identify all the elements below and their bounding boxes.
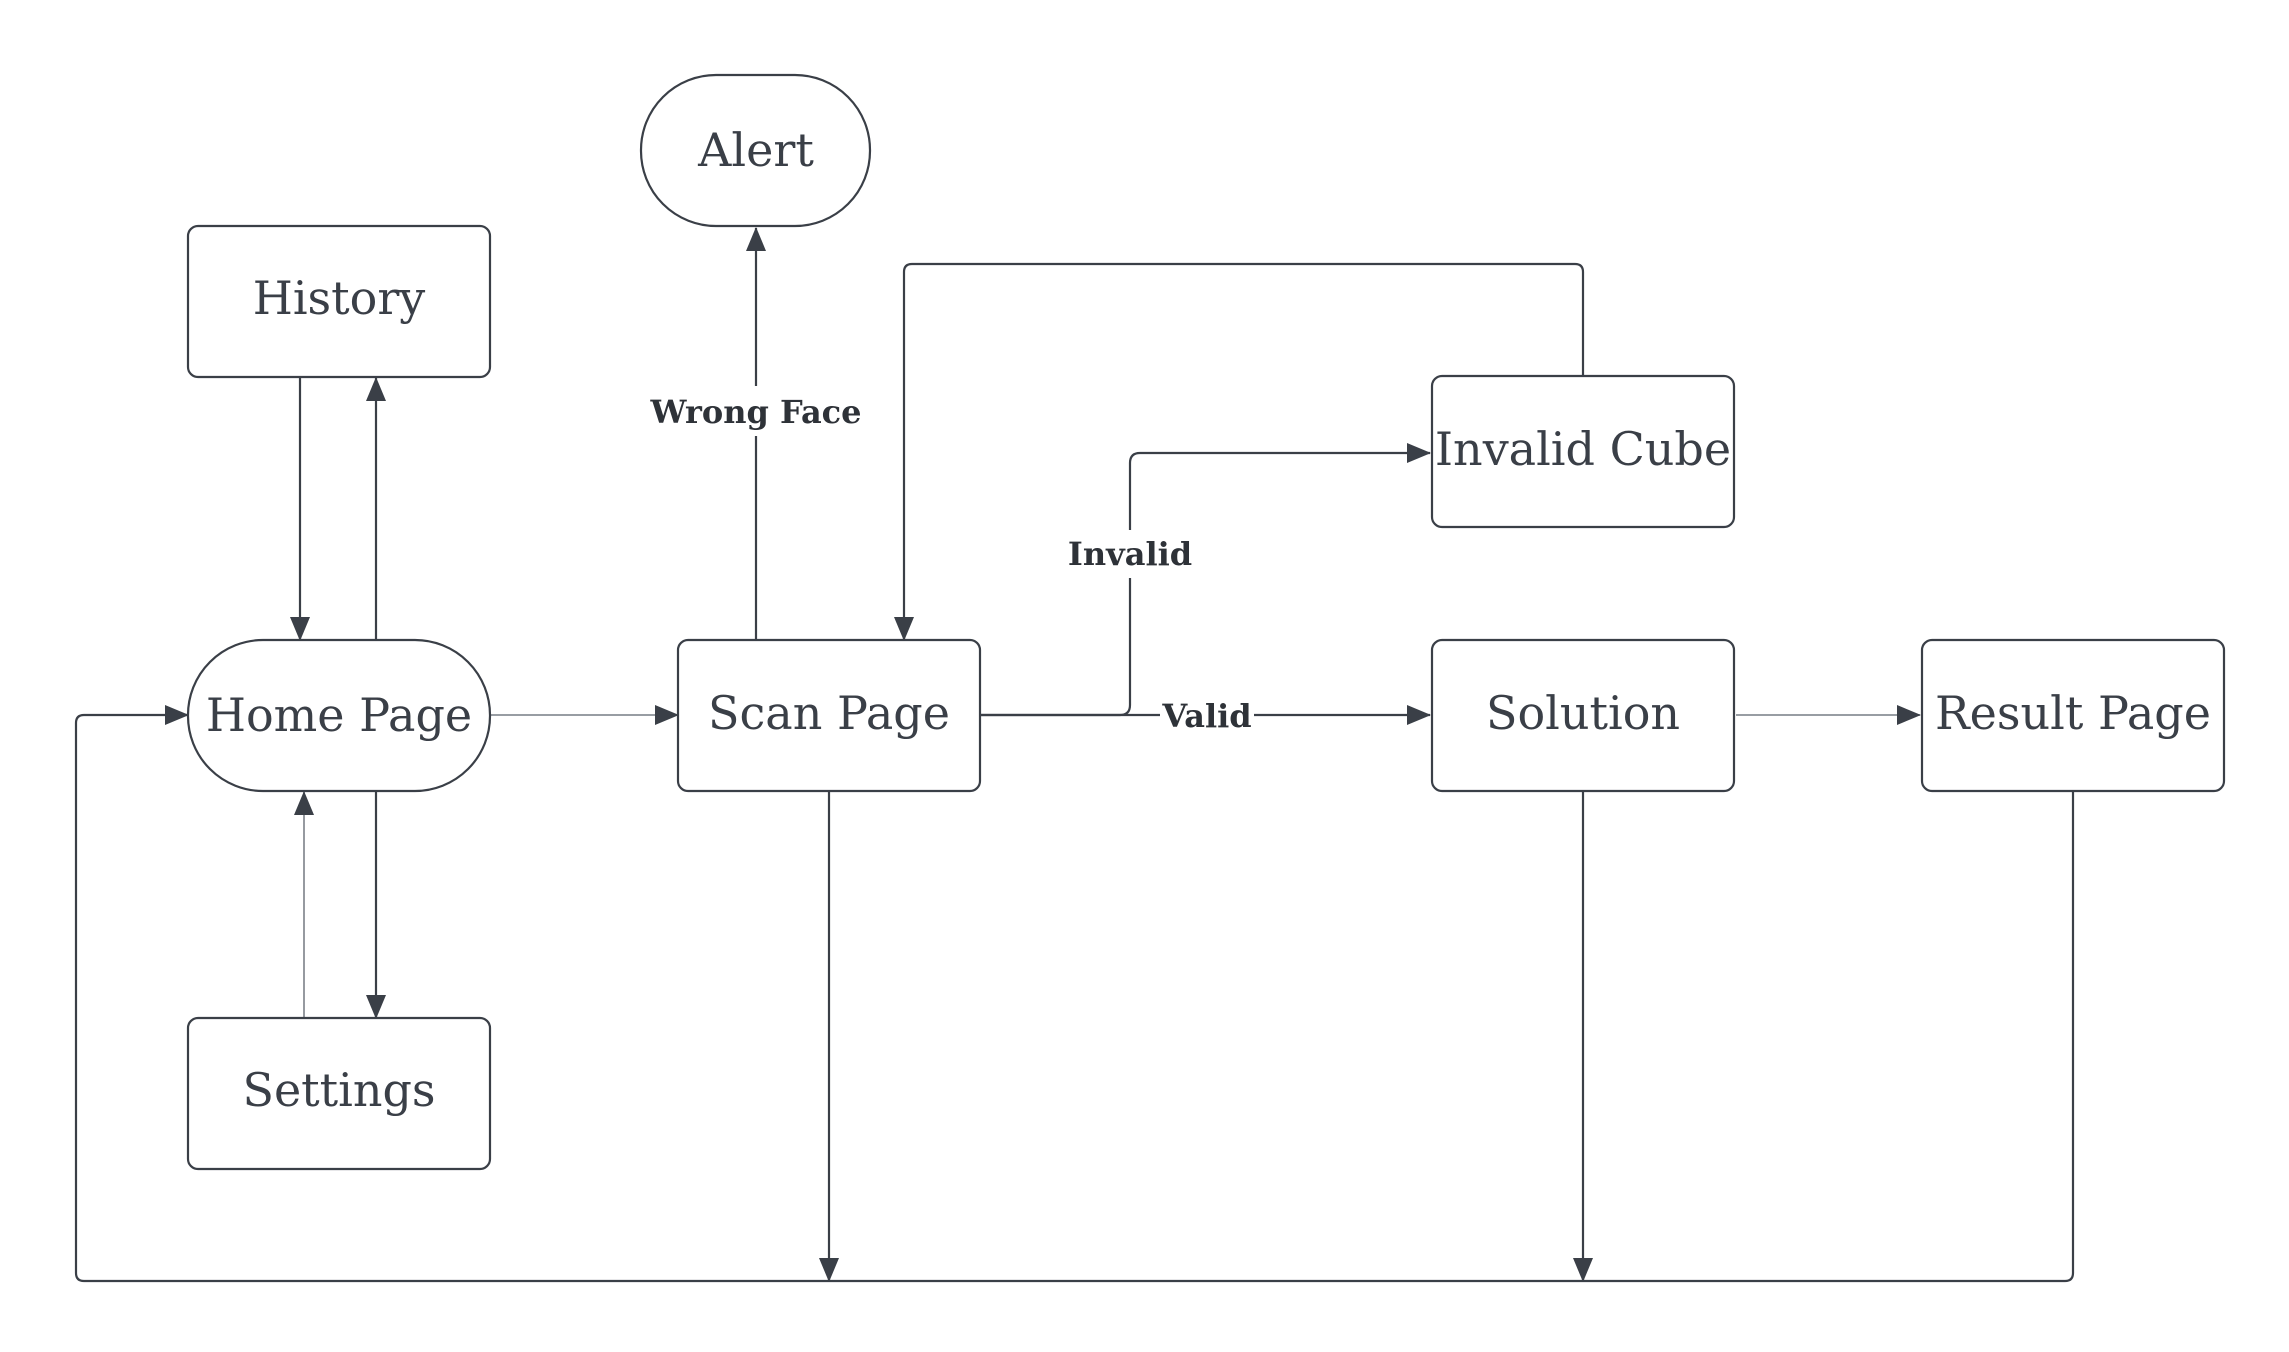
node-result-page[interactable]: Result Page [1920, 638, 2226, 793]
node-settings[interactable]: Settings [186, 1016, 492, 1171]
node-alert-label: Alert [697, 123, 814, 177]
node-home-page[interactable]: Home Page [186, 638, 492, 793]
node-scan-page[interactable]: Scan Page [676, 638, 982, 793]
node-home-page-label: Home Page [206, 688, 472, 742]
valid-label: Valid [1161, 697, 1251, 735]
edge-result-to-home [74, 705, 2075, 1283]
node-history-label: History [253, 271, 426, 325]
edge-label-valid: Valid [1160, 692, 1254, 738]
invalid-label: Invalid [1068, 535, 1192, 573]
wrong-face-label: Wrong Face [649, 393, 861, 431]
edge-scan-to-invalid-cube [980, 443, 1431, 717]
edge-invalid-cube-to-scan [894, 262, 1585, 641]
node-solution-label: Solution [1486, 686, 1680, 740]
node-alert[interactable]: Alert [639, 73, 872, 228]
node-invalid-cube[interactable]: Invalid Cube [1430, 374, 1736, 529]
edge-label-wrong-face: Wrong Face [649, 386, 862, 436]
node-solution[interactable]: Solution [1430, 638, 1736, 793]
node-invalid-cube-label: Invalid Cube [1435, 422, 1731, 476]
edge-label-invalid: Invalid [1066, 530, 1194, 578]
node-result-page-label: Result Page [1935, 686, 2211, 740]
node-settings-label: Settings [242, 1063, 435, 1117]
node-history[interactable]: History [186, 224, 492, 379]
node-scan-page-label: Scan Page [708, 686, 950, 740]
